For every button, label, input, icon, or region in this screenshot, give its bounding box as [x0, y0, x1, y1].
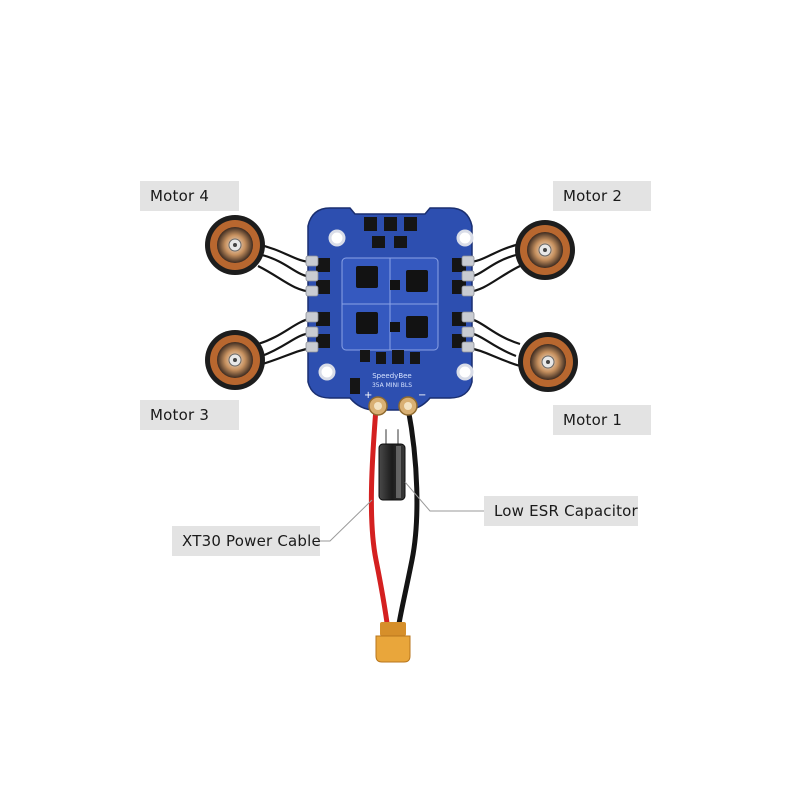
esr-leader-line — [404, 481, 484, 512]
motor-4 — [205, 215, 265, 275]
pad-plus-label: + — [364, 390, 372, 401]
motor-3-label: Motor 3 — [140, 400, 239, 430]
pad-minus-label: − — [418, 390, 426, 401]
bottom-components — [350, 350, 420, 394]
left-mosfets — [316, 258, 330, 348]
motor-1-label: Motor 1 — [553, 405, 651, 435]
xt30-connector — [375, 622, 411, 663]
board-model-text: 35A MINI BLS — [372, 382, 412, 389]
xt30-power-cable — [368, 405, 420, 633]
low-esr-capacitor-label: Low ESR Capacitor — [484, 496, 638, 526]
mounting-holes — [318, 229, 474, 381]
esc-board: SpeedyBee 35A MINI BLS + − — [305, 207, 475, 416]
red-wire — [368, 405, 391, 633]
motor-3 — [205, 330, 265, 390]
motor-4-label: Motor 4 — [140, 181, 239, 211]
motor-2 — [515, 220, 575, 280]
low-esr-capacitor — [378, 443, 406, 501]
driver-chips — [356, 266, 428, 338]
motor-1 — [518, 332, 578, 392]
board-brand-text: SpeedyBee — [372, 372, 412, 380]
motor-pads — [305, 255, 475, 353]
black-wire — [395, 405, 420, 633]
xt30-power-cable-label: XT30 Power Cable — [172, 526, 321, 556]
battery-pads — [368, 396, 418, 416]
top-mosfets — [364, 217, 417, 248]
motor-2-label: Motor 2 — [553, 181, 651, 211]
